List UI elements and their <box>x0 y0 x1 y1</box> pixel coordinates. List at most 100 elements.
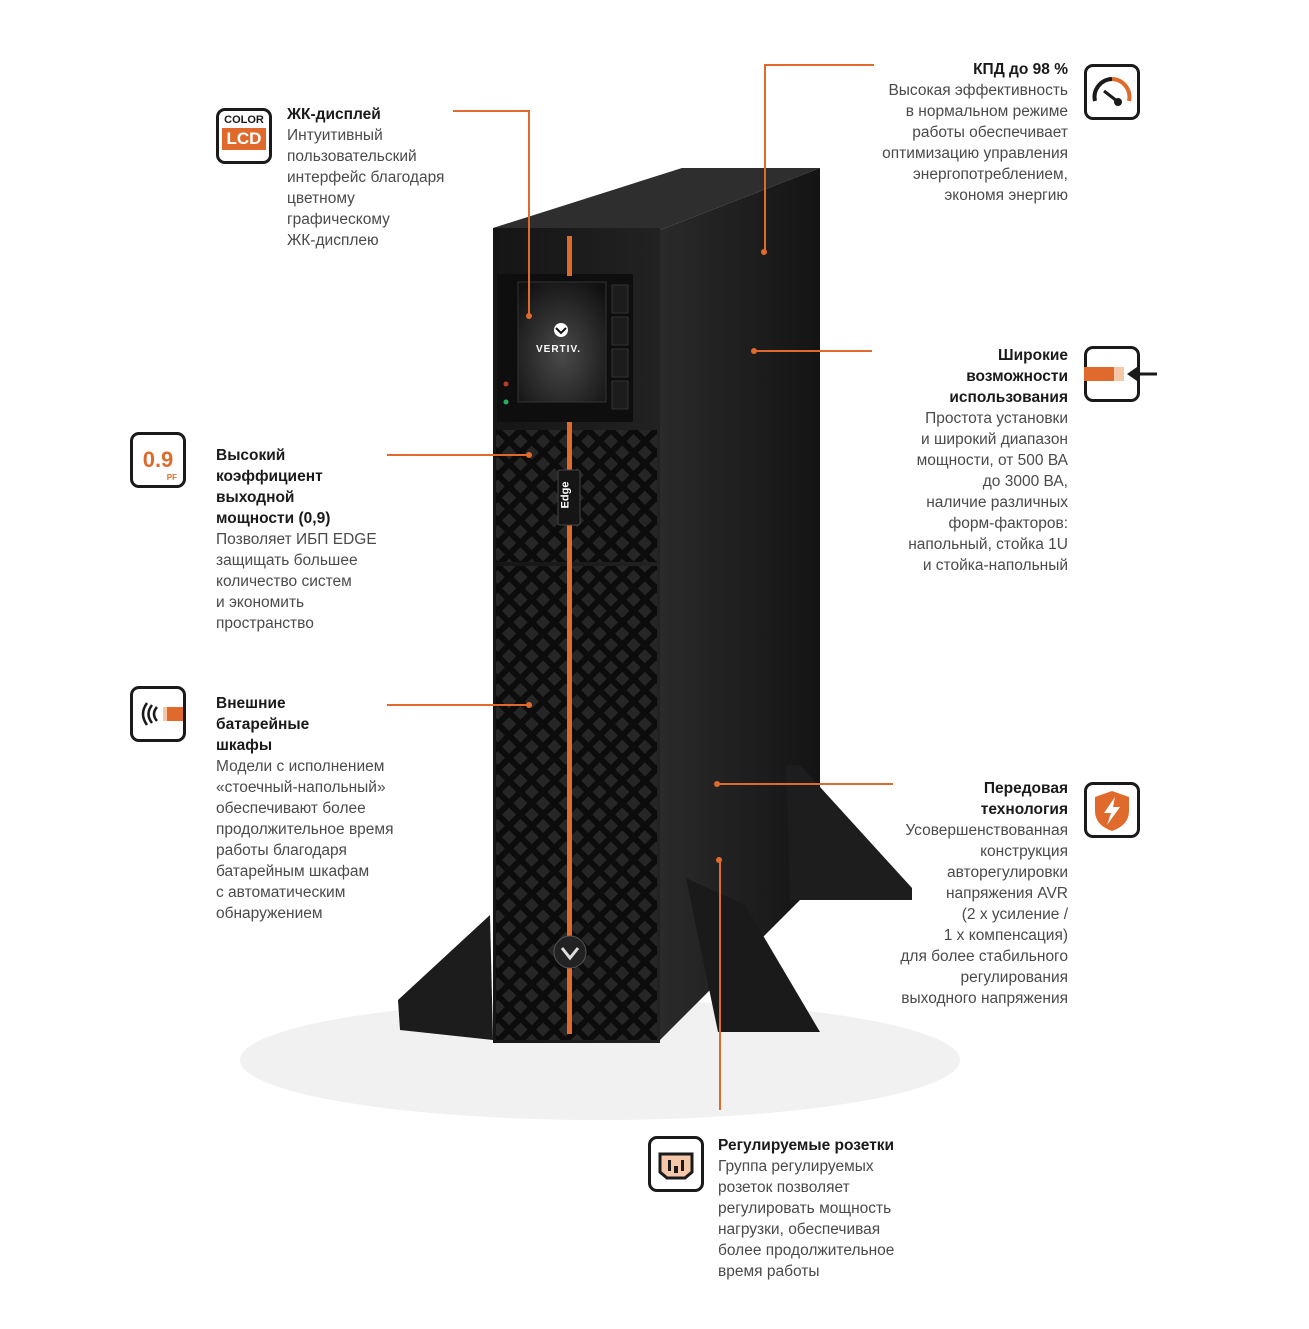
feature-battery-title: Внешние <box>216 695 286 712</box>
feature-pf-line: пространство <box>216 615 314 632</box>
leader-versatility-dot <box>751 348 757 354</box>
leader-pf-dot <box>526 452 532 458</box>
feature-battery-line: работы благодаря <box>216 842 347 859</box>
feature-versatility: Широкие возможности использования Просто… <box>848 345 1068 576</box>
feature-efficiency-line: оптимизацию управления <box>882 145 1068 162</box>
feature-battery-title: батарейные <box>216 716 310 733</box>
leader-battery-dot <box>526 702 532 708</box>
outlet-icon <box>648 1136 704 1192</box>
lcd-screen <box>517 281 607 403</box>
feature-technology: Передовая технология Усовершенствованная… <box>848 778 1068 1009</box>
color-lcd-icon: COLOR LCD <box>216 108 272 164</box>
feature-tech-title: технология <box>980 801 1068 818</box>
leader-outlets <box>719 860 721 1110</box>
feature-versatility-line: мощности, от 500 ВА <box>916 452 1068 469</box>
feature-lcd-line: пользовательский <box>287 148 417 165</box>
leader-lcd-h <box>453 110 530 112</box>
feature-versatility-line: до 3000 ВА, <box>982 473 1068 490</box>
battery-cabinet-icon <box>130 686 186 742</box>
feature-battery-line: обеспечивают более <box>216 800 366 817</box>
ups-grille-lower <box>496 566 657 1040</box>
leader-eff-v <box>764 64 766 252</box>
feature-tech-line: (2 x усиление / <box>961 906 1068 923</box>
feature-tech-line: авторегулировки <box>947 864 1068 881</box>
feature-battery-line: «стоечный-напольный» <box>216 779 386 796</box>
feature-pf-line: и экономить <box>216 594 305 611</box>
brand-label: VERTIV. <box>536 344 581 355</box>
model-badge <box>557 469 581 526</box>
feature-outlets: Регулируемые розетки Группа регулируемых… <box>718 1135 958 1282</box>
feature-lcd-line: Интуитивный <box>287 127 383 144</box>
feature-versatility-line: и широкий диапазон <box>921 431 1068 448</box>
feature-lcd-line: цветному <box>287 190 355 207</box>
shield-lightning-icon <box>1084 782 1140 838</box>
run-led <box>503 399 509 405</box>
leader-lcd-v <box>528 110 530 316</box>
feature-lcd-line: графическому <box>287 211 390 228</box>
power-factor-icon: 0.9 PF <box>130 432 186 488</box>
leader-battery <box>387 704 529 706</box>
feature-tech-line: Усовершенствованная <box>905 822 1068 839</box>
feature-outlets-line: нагрузки, обеспечивая <box>718 1221 881 1238</box>
feature-versatility-title: использования <box>949 389 1068 406</box>
gauge-icon <box>1084 64 1140 120</box>
feature-battery-line: батарейным шкафам <box>216 863 370 880</box>
feature-efficiency-line: Высокая эффективность <box>888 82 1068 99</box>
stand-left <box>398 915 493 1040</box>
leader-versatility <box>754 350 872 352</box>
feature-versatility-line: напольный, стойка 1U <box>908 536 1068 553</box>
feature-pf-line: количество систем <box>216 573 352 590</box>
feature-versatility-line: форм-факторов: <box>948 515 1068 532</box>
feature-outlets-line: розеток позволяет <box>718 1179 850 1196</box>
leader-eff-h <box>764 64 874 66</box>
panel-button-esc[interactable] <box>611 380 629 410</box>
feature-lcd-title: ЖК-дисплей <box>287 106 381 123</box>
feature-pf-title: выходной <box>216 489 295 506</box>
feature-battery: Внешние батарейные шкафы Модели с исполн… <box>216 693 416 924</box>
stand-back <box>786 765 912 900</box>
feature-tech-line: напряжения AVR <box>945 885 1068 902</box>
feature-outlets-line: более продолжительное <box>718 1242 895 1259</box>
feature-battery-line: с автоматическим <box>216 884 346 901</box>
feature-tech-line: для более стабильного <box>900 948 1068 965</box>
feature-power-factor: Высокий коэффициент выходной мощности (0… <box>216 445 416 634</box>
leader-pf <box>387 454 529 456</box>
panel-button-down[interactable] <box>611 348 629 378</box>
vertiv-bottom-logo-icon <box>553 935 587 969</box>
ups-top <box>493 168 820 230</box>
feature-battery-line: продолжительное время <box>216 821 394 838</box>
feature-battery-title: шкафы <box>216 737 273 754</box>
feature-versatility-title: Широкие <box>998 347 1068 364</box>
leader-outlets-dot <box>716 857 722 863</box>
feature-lcd-line: интерфейс благодаря <box>287 169 445 186</box>
feature-tech-line: регулирования <box>960 969 1068 986</box>
feature-efficiency: КПД до 98 % Высокая эффективность в норм… <box>848 59 1068 206</box>
feature-pf-line: защищать большее <box>216 552 358 569</box>
feature-pf-title: Высокий <box>216 447 286 464</box>
panel-button-enter[interactable] <box>611 284 629 314</box>
feature-tech-line: выходного напряжения <box>901 990 1068 1007</box>
feature-outlets-line: регулировать мощность <box>718 1200 892 1217</box>
feature-versatility-line: наличие различных <box>926 494 1068 511</box>
feature-versatility-line: и стойка-напольный <box>922 557 1068 574</box>
model-label: Edge <box>559 481 572 509</box>
vertiv-logo-icon <box>554 323 568 337</box>
feature-pf-title: коэффициент <box>216 468 323 485</box>
panel-button-up[interactable] <box>611 316 629 346</box>
ups-side <box>660 168 820 1040</box>
leader-lcd-dot <box>526 313 532 319</box>
feature-efficiency-line: экономя энергию <box>944 187 1068 204</box>
feature-battery-line: обнаружением <box>216 905 323 922</box>
feature-versatility-line: Простота установки <box>925 410 1068 427</box>
feature-outlets-title: Регулируемые розетки <box>718 1137 895 1154</box>
feature-efficiency-line: работы обеспечивает <box>912 124 1068 141</box>
feature-versatility-title: возможности <box>966 368 1068 385</box>
feature-pf-line: Позволяет ИБП EDGE <box>216 531 377 548</box>
leader-tech <box>717 783 893 785</box>
feature-lcd: ЖК-дисплей Интуитивный пользовательский … <box>287 104 487 251</box>
leader-tech-dot <box>714 781 720 787</box>
feature-pf-title: мощности (0,9) <box>216 510 331 527</box>
feature-efficiency-title: КПД до 98 % <box>973 61 1068 78</box>
feature-outlets-line: Группа регулируемых <box>718 1158 874 1175</box>
